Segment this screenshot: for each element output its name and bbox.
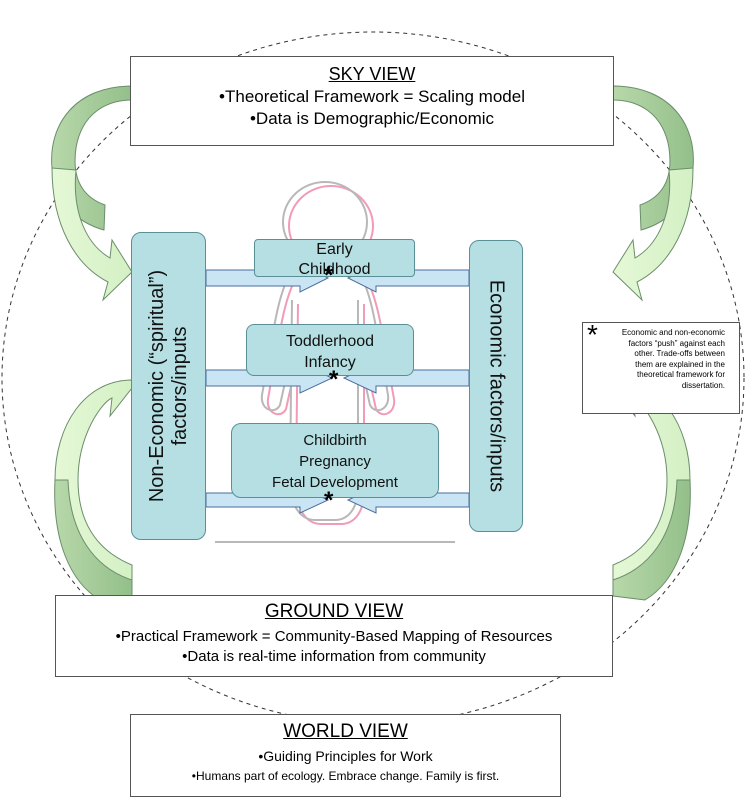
- ground-view-box: GROUND VIEW •Practical Framework = Commu…: [55, 595, 613, 677]
- world-view-line-1: •Guiding Principles for Work: [258, 748, 433, 764]
- stage-early-line-1: Early: [316, 241, 353, 258]
- stage-toddler-line-1: Toddlerhood: [285, 333, 375, 350]
- stage-toddler-line-2: Infancy: [304, 354, 356, 371]
- world-view-box: WORLD VIEW •Guiding Principles for Work …: [130, 714, 561, 797]
- asterisk-birth: *: [324, 487, 334, 514]
- economic-column: Economic factors/inputs: [469, 240, 523, 532]
- stage-early-childhood: Early Childhood: [254, 239, 415, 278]
- right-arrow-lower-back: [612, 479, 691, 601]
- left-arrow-upper: [51, 167, 133, 302]
- world-view-title: WORLD VIEW: [283, 721, 408, 742]
- stage-birth-line-1: Childbirth: [303, 432, 367, 449]
- ground-view-title: GROUND VIEW: [264, 601, 404, 622]
- note-asterisk: *: [587, 319, 598, 350]
- stage-birth-line-2: Pregnancy: [299, 453, 371, 470]
- sky-view-line-1: •Theoretical Framework = Scaling model: [219, 87, 525, 106]
- non-economic-column: Non-Economic (“spiritual”) factors/input…: [131, 232, 206, 540]
- stage-birth-line-3: Fetal Development: [272, 474, 398, 491]
- economic-label: Economic factors/inputs: [485, 279, 508, 493]
- stage-early-line-2: Childhood: [298, 261, 371, 278]
- sky-view-box: SKY VIEW •Theoretical Framework = Scalin…: [130, 56, 614, 146]
- sky-view-line-2: •Data is Demographic/Economic: [249, 109, 495, 128]
- stage-toddlerhood-infancy: Toddlerhood Infancy: [246, 324, 414, 376]
- asterisk-toddler: *: [329, 366, 339, 393]
- stage-childbirth-pregnancy-fetal: Childbirth Pregnancy Fetal Development: [231, 423, 439, 498]
- non-economic-label: Non-Economic (“spiritual”) factors/input…: [145, 269, 191, 503]
- asterisk-early: *: [324, 262, 334, 289]
- side-note: * Economic and non-economic factors “pus…: [582, 319, 740, 414]
- world-view-line-2: •Humans part of ecology. Embrace change.…: [191, 769, 500, 783]
- sky-view-title: SKY VIEW: [328, 64, 416, 84]
- note-text: Economic and non-economic factors “push”…: [621, 328, 725, 390]
- ground-view-line-1: •Practical Framework = Community-Based M…: [115, 628, 553, 645]
- left-arrow-lower-back: [54, 479, 133, 601]
- right-arrow-upper: [612, 167, 694, 302]
- ground-view-line-2: •Data is real-time information from comm…: [182, 648, 486, 665]
